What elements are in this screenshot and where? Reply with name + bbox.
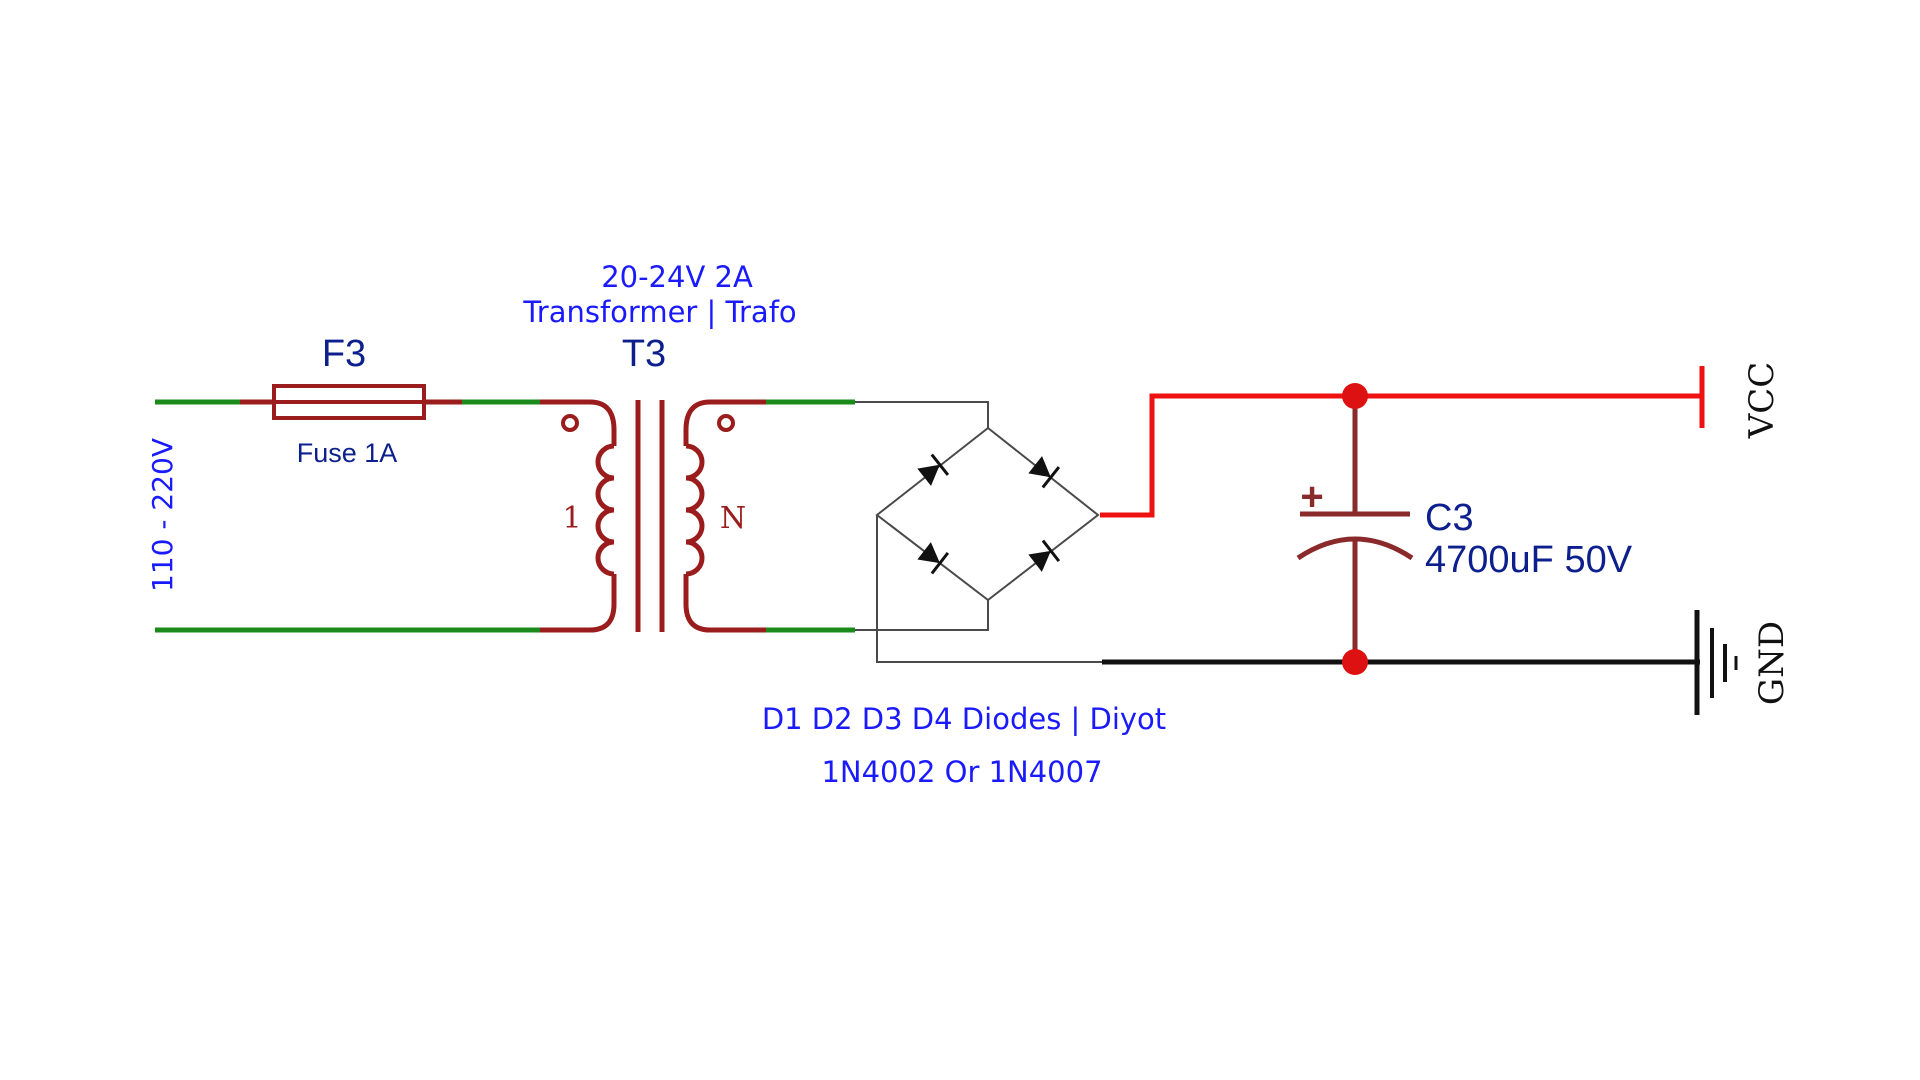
diode-d4 (1028, 539, 1061, 572)
diode-d3 (917, 542, 950, 575)
input-voltage-label: 110 - 220V (146, 438, 179, 592)
bridge-wiring (855, 401, 1102, 663)
secondary-winding-label: N (720, 501, 746, 536)
capacitor-value-label: 4700uF 50V (1425, 539, 1633, 581)
capacitor-symbol (1296, 396, 1414, 662)
bridge-part-numbers-label: 1N4002 Or 1N4007 (821, 755, 1102, 789)
fuse-designator: F3 (322, 333, 366, 375)
gnd-junction-node (1342, 649, 1368, 675)
transformer-primary-winding (540, 399, 617, 633)
transformer-secondary-winding (683, 399, 768, 633)
diode-d1 (917, 453, 950, 486)
capacitor-polarity-mark: + (1300, 475, 1323, 519)
vcc-label: VCC (1742, 362, 1782, 440)
fuse-symbol (272, 384, 426, 420)
transformer-core (635, 400, 665, 632)
vcc-rail (1100, 366, 1705, 518)
transformer-rating-label: 20-24V 2A (601, 260, 753, 294)
vcc-junction-node (1342, 383, 1368, 409)
secondary-polarity-dot (717, 414, 735, 432)
primary-polarity-dot (561, 414, 579, 432)
gnd-label: GND (1752, 621, 1792, 705)
bridge-description-label: D1 D2 D3 D4 Diodes | Diyot (762, 702, 1166, 736)
transformer-description-label: Transformer | Trafo (522, 295, 796, 329)
input-wires (155, 399, 540, 633)
secondary-wires (766, 399, 855, 633)
diode-d2 (1028, 456, 1061, 489)
fuse-value-label: Fuse 1A (297, 438, 398, 468)
capacitor-designator: C3 (1425, 497, 1474, 539)
primary-winding-label: 1 (562, 501, 581, 536)
ground-symbol (1694, 610, 1738, 715)
transformer-designator: T3 (622, 333, 666, 375)
